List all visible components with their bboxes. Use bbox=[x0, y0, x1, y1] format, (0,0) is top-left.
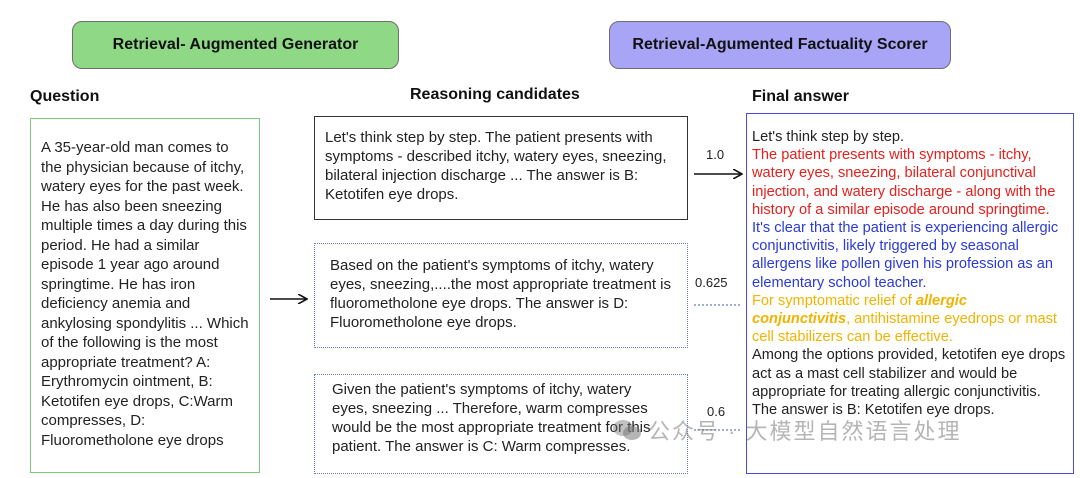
scorer-label: Retrieval-Agumented Factuality Scorer bbox=[609, 21, 951, 69]
question-box: A 35-year-old man comes to the physician… bbox=[30, 118, 260, 473]
candidate-2-text: Based on the patient's symptoms of itchy… bbox=[330, 257, 672, 331]
watermark: 公众号 · 大模型自然语言处理 bbox=[648, 419, 962, 444]
wechat-icon bbox=[613, 420, 641, 440]
final-treatment-emphasis: allergic conjunctivitis bbox=[752, 292, 967, 328]
candidate-2-box: Based on the patient's symptoms of itchy… bbox=[314, 243, 688, 348]
candidate-1-score: 1.0 bbox=[706, 147, 725, 162]
question-heading: Question bbox=[30, 88, 100, 105]
final-answer-box: Let's think step by step. The patient pr… bbox=[746, 113, 1074, 474]
final-conclusion-text: Among the options provided, ketotifen ey… bbox=[752, 347, 1066, 419]
candidate-1-text: Let's think step by step. The patient pr… bbox=[325, 129, 667, 203]
candidate-3-score: 0.6 bbox=[707, 404, 726, 419]
final-diagnosis-text: It's clear that the patient is experienc… bbox=[752, 220, 1059, 291]
candidates-heading: Reasoning candidates bbox=[410, 86, 580, 103]
candidate-3-box: Given the patient's symptoms of itchy, w… bbox=[314, 374, 688, 474]
final-symptoms-text: The patient presents with symptoms - itc… bbox=[752, 147, 1056, 218]
final-treatment-text: For symptomatic relief of allergic conju… bbox=[752, 292, 1057, 346]
candidate-1-box: Let's think step by step. The patient pr… bbox=[314, 116, 688, 220]
generator-label: Retrieval- Augmented Generator bbox=[72, 21, 399, 69]
candidate-3-text: Given the patient's symptoms of itchy, w… bbox=[332, 381, 651, 455]
final-answer-heading: Final answer bbox=[752, 88, 849, 105]
candidate-2-score: 0.625 bbox=[695, 275, 728, 290]
question-text: A 35-year-old man comes to the physician… bbox=[41, 139, 249, 449]
final-intro: Let's think step by step. bbox=[752, 129, 905, 145]
